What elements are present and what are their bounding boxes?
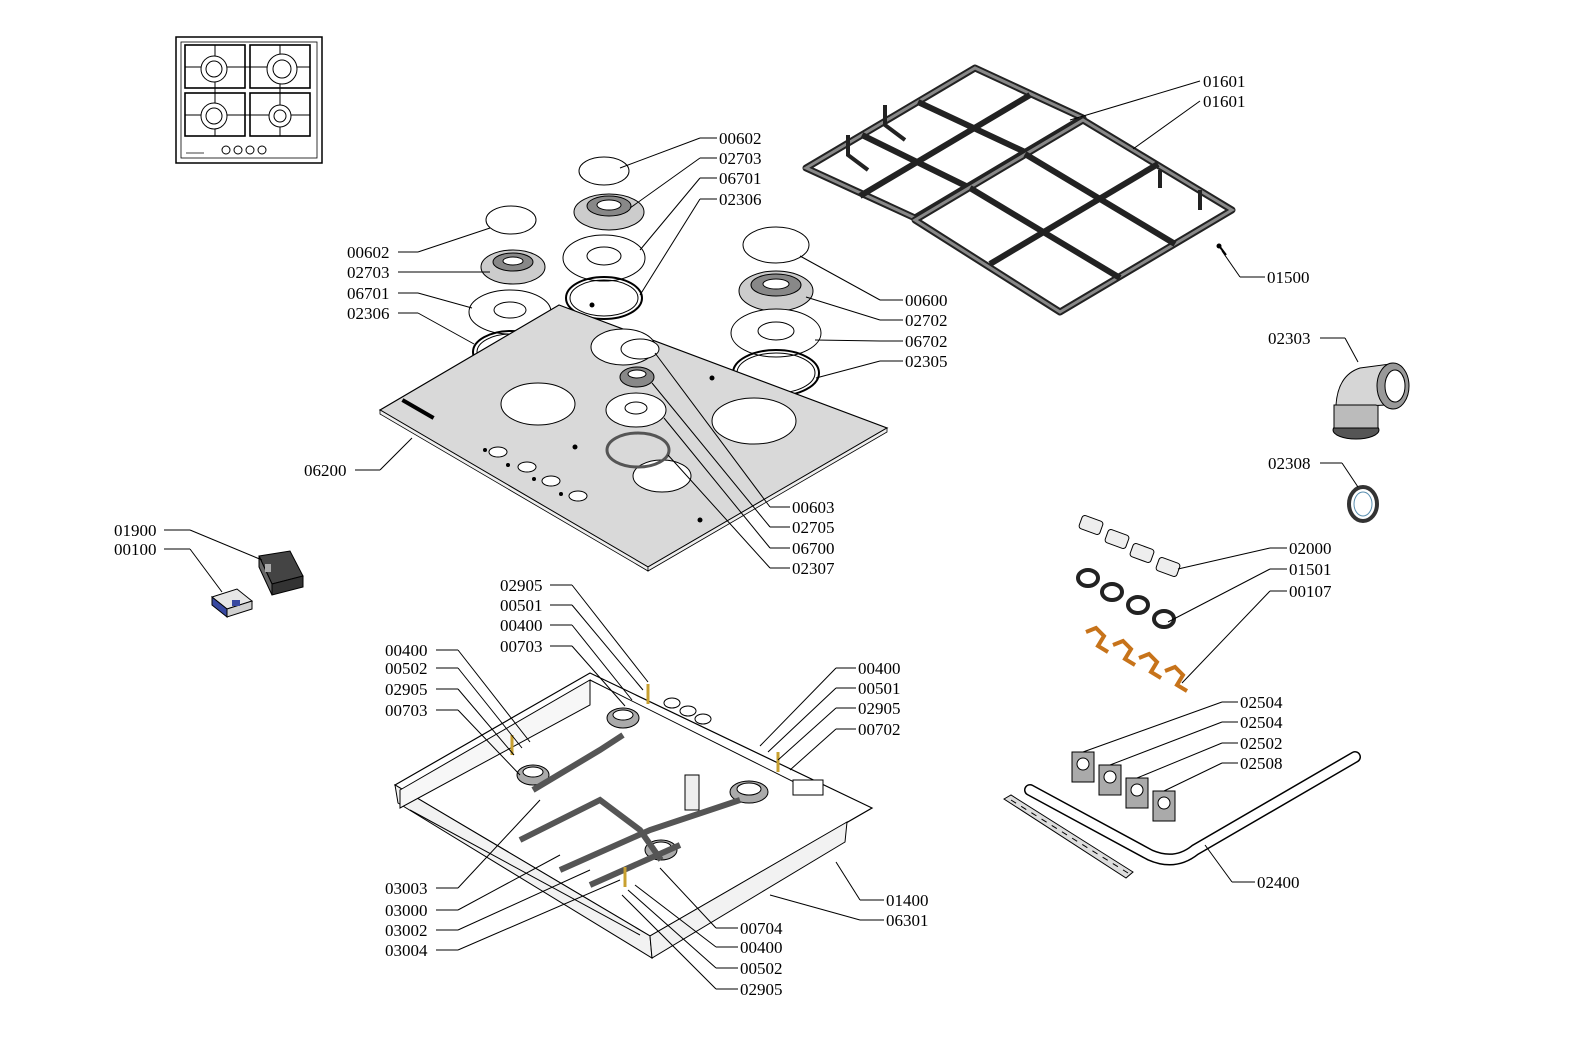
label-b-b2: 03000: [385, 901, 428, 920]
label-b-b10: 02905: [740, 980, 783, 999]
label-b-r1: 00400: [858, 659, 901, 678]
label-top-plate: 06200: [304, 461, 347, 480]
label-b-b6: 06301: [886, 911, 929, 930]
label-spreader-left: 06701: [347, 284, 390, 303]
label-b-b8: 00400: [740, 938, 783, 957]
label-valve-c: 02502: [1240, 734, 1283, 753]
hob-thumbnail: [175, 36, 323, 164]
label-b-l1: 02905: [500, 576, 543, 595]
grate-screw: [1216, 243, 1227, 256]
label-b-b1: 03003: [385, 879, 428, 898]
control-knobs: [1078, 515, 1181, 577]
label-b-b4: 03004: [385, 941, 428, 960]
label-valve-a: 02504: [1240, 693, 1283, 712]
leader-lines: [164, 80, 1359, 990]
label-head-small: 02705: [792, 518, 835, 537]
burner-small-parts: [605, 338, 671, 469]
label-b-b3: 03002: [385, 921, 428, 940]
label-cap-rear: 00602: [719, 129, 762, 148]
label-b-b7: 00704: [740, 919, 783, 938]
label-cap-right: 00600: [905, 291, 948, 310]
label-switch-block: 01900: [114, 521, 157, 540]
label-seal-right: 02305: [905, 352, 948, 371]
label-b-l8: 00703: [385, 701, 428, 720]
label-grate-a: 01601: [1203, 72, 1246, 91]
label-seal-rear: 02306: [719, 190, 762, 209]
gas-rail: [1003, 751, 1361, 879]
label-elbow: 02303: [1268, 329, 1311, 348]
label-knob-ring: 01501: [1289, 560, 1332, 579]
label-b-b5: 01400: [886, 891, 929, 910]
label-b-r3: 02905: [858, 699, 901, 718]
knob-springs: [1085, 625, 1189, 693]
label-b-r2: 00501: [858, 679, 901, 698]
label-valve-b: 02504: [1240, 713, 1283, 732]
switch-block: [258, 550, 304, 596]
burner-rear-parts: [562, 156, 646, 320]
burner-right-parts: [730, 226, 822, 397]
label-ignition-unit: 00100: [114, 540, 157, 559]
label-grate-screw: 01500: [1267, 268, 1310, 287]
label-grate-b: 01601: [1203, 92, 1246, 111]
label-head-right: 02702: [905, 311, 948, 330]
label-head-rear: 02703: [719, 149, 762, 168]
bottom-tray: [393, 672, 874, 959]
label-b-l7: 02905: [385, 680, 428, 699]
pan-support-grates: [802, 64, 1236, 316]
label-spreader-right: 06702: [905, 332, 948, 351]
label-valve-d: 02508: [1240, 754, 1283, 773]
label-elbow-seal: 02308: [1268, 454, 1311, 473]
label-head-left: 02703: [347, 263, 390, 282]
label-seal-small: 02307: [792, 559, 835, 578]
label-b-r4: 00702: [858, 720, 901, 739]
label-b-b9: 00502: [740, 959, 783, 978]
label-spring: 00107: [1289, 582, 1332, 601]
label-spreader-small: 06700: [792, 539, 835, 558]
label-gas-rail: 02400: [1257, 873, 1300, 892]
label-b-l2: 00501: [500, 596, 543, 615]
label-b-l5: 00400: [385, 641, 428, 660]
knob-holes: [483, 446, 588, 502]
elbow-fitting: [1332, 362, 1410, 440]
label-b-l6: 00502: [385, 659, 428, 678]
label-knob: 02000: [1289, 539, 1332, 558]
label-b-l4: 00703: [500, 637, 543, 656]
part-labels: 01601 01601 01500 02303 02308 02000 0150…: [114, 72, 1332, 999]
label-cap-left: 00602: [347, 243, 390, 262]
gas-valves: [1071, 751, 1176, 822]
knob-rings: [1076, 568, 1176, 629]
label-b-l3: 00400: [500, 616, 543, 635]
label-seal-left: 02306: [347, 304, 390, 323]
label-spreader-rear: 06701: [719, 169, 762, 188]
elbow-seal: [1347, 485, 1379, 523]
label-cap-small: 00603: [792, 498, 835, 517]
ignition-unit: [210, 588, 254, 619]
